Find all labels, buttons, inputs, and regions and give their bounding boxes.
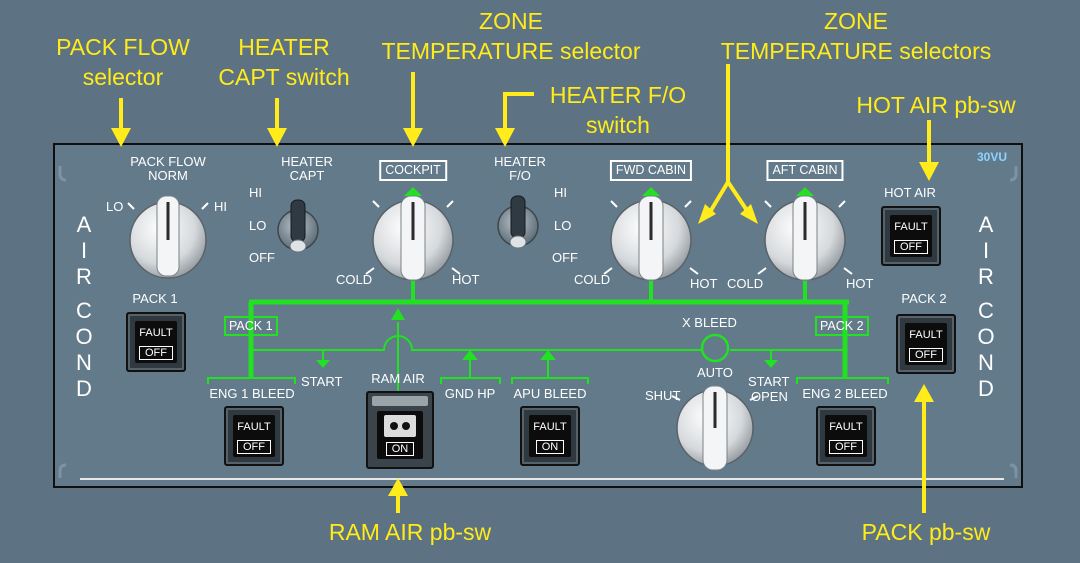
- apu-bleed-title: APU BLEED: [513, 386, 587, 401]
- pack-flow-lo-label: LO: [106, 199, 124, 214]
- ram-air-title: RAM AIR: [371, 371, 425, 386]
- start-label-left: START: [301, 374, 343, 389]
- gnd-hp-label: GND HP: [444, 386, 496, 401]
- fwd-cabin-cold-label: COLD: [574, 272, 611, 287]
- pack-pb-sw-annotation: PACK pb-sw: [861, 519, 991, 545]
- heater-capt-switch-annotation: HEATER CAPT switch: [218, 34, 350, 90]
- zone-temperature-selectors-annotation: ZONE TEMPERATURE selectors: [720, 8, 992, 64]
- heater-capt-toggle[interactable]: [277, 199, 319, 253]
- x-bleed-shut-label: SHUT: [645, 388, 681, 403]
- x-bleed-title: X BLEED: [682, 315, 737, 330]
- heater-fo-toggle[interactable]: [497, 195, 539, 249]
- aft-cabin-hot-label: HOT: [846, 276, 874, 291]
- pack2-title: PACK 2: [901, 291, 947, 306]
- pack2-flow-label: PACK 2: [815, 316, 869, 336]
- annotation-arrows: [111, 64, 939, 513]
- heater-capt-off-label: OFF: [249, 250, 275, 265]
- hot-air-pb-sw-annotation: HOT AIR pb-sw: [856, 92, 1016, 118]
- ram-air-on-label: ON: [385, 442, 415, 456]
- aft-cabin-temp-knob[interactable]: [764, 195, 846, 281]
- cockpit-cold-label: COLD: [336, 272, 373, 287]
- heater-fo-switch-annotation: HEATER F/O switch: [549, 82, 687, 138]
- fwd-cabin-hot-label: HOT: [690, 276, 718, 291]
- ram-air-pb-sw-annotation: RAM AIR pb-sw: [328, 519, 492, 545]
- pack-flow-selector-annotation: PACK FLOW selector: [56, 34, 190, 90]
- ram-air-guard-cover[interactable]: [372, 396, 428, 406]
- heater-capt-lo-label: LO: [249, 218, 267, 233]
- x-bleed-start-label: START: [748, 374, 790, 389]
- fwd-cabin-temp-knob[interactable]: [610, 195, 692, 281]
- ram-air-guarded-pushbutton[interactable]: ON: [366, 391, 434, 469]
- aft-cabin-zone-label: AFT CABIN: [766, 160, 844, 181]
- pack1-title: PACK 1: [132, 291, 178, 306]
- knob-ticks: [127, 200, 853, 401]
- cockpit-temp-knob[interactable]: [372, 195, 454, 281]
- panel-id: 30VU: [977, 150, 1008, 164]
- heater-fo-lo-label: LO: [554, 218, 572, 233]
- cockpit-zone-label: COCKPIT: [379, 160, 447, 181]
- cockpit-hot-label: HOT: [452, 272, 480, 287]
- x-bleed-auto-label: AUTO: [697, 365, 733, 380]
- panel-corner-marks: [58, 166, 1018, 478]
- flow-direction-arrows: [316, 187, 814, 368]
- hot-air-title: HOT AIR: [884, 185, 936, 200]
- heater-capt-hi-label: HI: [249, 185, 262, 200]
- eng2-bleed-title: ENG 2 BLEED: [802, 386, 888, 401]
- x-bleed-knob[interactable]: [676, 385, 754, 471]
- heater-fo-hi-label: HI: [554, 185, 567, 200]
- x-bleed-open-label: OPEN: [751, 389, 788, 404]
- pack-flow-hi-label: HI: [214, 199, 227, 214]
- pack-flow-knob[interactable]: [129, 195, 207, 279]
- fwd-cabin-zone-label: FWD CABIN: [609, 160, 693, 181]
- ram-air-indicator-square: [384, 415, 416, 437]
- aft-cabin-cold-label: COLD: [727, 276, 764, 291]
- zone-temperature-selector-annotation: ZONE TEMPERATURE selector: [381, 8, 641, 64]
- heater-fo-off-label: OFF: [552, 250, 578, 265]
- pack1-flow-label: PACK 1: [224, 316, 278, 336]
- eng1-bleed-title: ENG 1 BLEED: [209, 386, 295, 401]
